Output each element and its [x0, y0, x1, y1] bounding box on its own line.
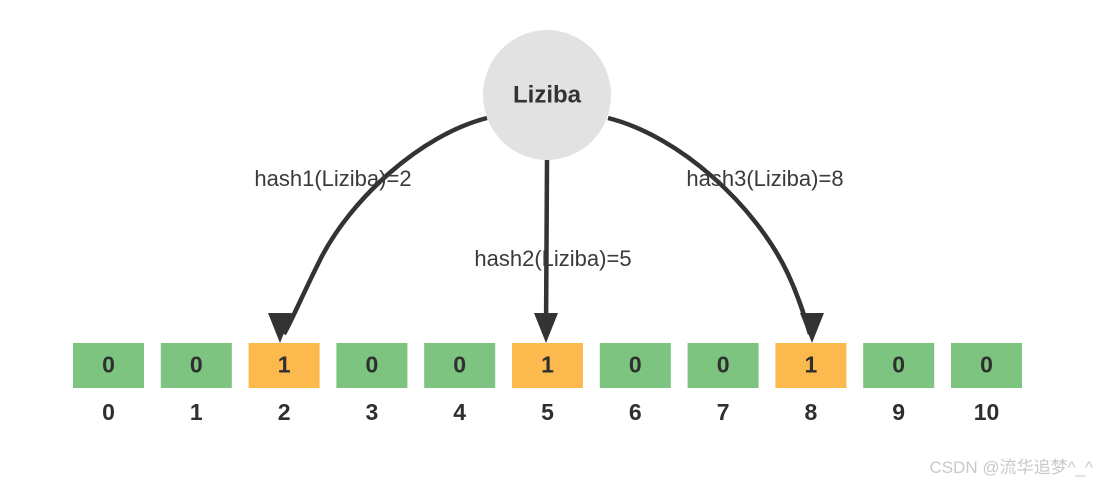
watermark: CSDN @流华追梦^_^	[929, 458, 1093, 477]
bit-cell-value-1: 0	[190, 352, 203, 378]
bit-index-1: 1	[190, 399, 203, 425]
bit-cell-value-9: 0	[892, 352, 905, 378]
bit-index-6: 6	[629, 399, 642, 425]
hash-edge-labels-group: hash1(Liziba)=2 hash2(Liziba)=5 hash3(Lizi…	[254, 166, 843, 271]
edge-label-hash1: hash1(Liziba)=2	[254, 166, 411, 191]
bit-index-7: 7	[717, 399, 730, 425]
node-label: Liziba	[513, 81, 582, 108]
bit-cell-value-8: 1	[805, 352, 818, 378]
bit-cell-0[interactable]	[73, 343, 144, 388]
bit-cell-2[interactable]	[248, 343, 320, 388]
bit-cell-value-0: 0	[102, 352, 115, 378]
bit-cell-4[interactable]	[424, 343, 496, 388]
bit-index-2: 2	[278, 399, 291, 425]
bit-index-10: 10	[974, 399, 1000, 425]
bit-array: 0 0 0 1 1 2 0 3 0 4 1 5 0 6 0 7 1 8 0 9 0 10	[73, 343, 1022, 425]
bit-cell-value-2: 1	[278, 352, 291, 378]
bit-cell-10[interactable]	[951, 343, 1022, 388]
bit-cell-value-5: 1	[541, 352, 554, 378]
edge-hash3	[607, 115, 813, 335]
arrowhead-hash3-icon	[800, 313, 824, 343]
edge-label-hash2: hash2(Liziba)=5	[474, 246, 631, 271]
bit-index-9: 9	[892, 399, 905, 425]
bit-cell-value-3: 0	[366, 352, 379, 378]
bit-index-8: 8	[805, 399, 818, 425]
bit-cell-1[interactable]	[160, 343, 232, 388]
edge-hash2	[543, 159, 550, 335]
bit-index-0: 0	[102, 399, 115, 425]
bit-cell-5[interactable]	[512, 343, 583, 388]
bit-cell-value-7: 0	[717, 352, 730, 378]
bit-cell-7[interactable]	[687, 343, 759, 388]
bit-index-4: 4	[453, 399, 466, 425]
bit-cell-value-4: 0	[453, 352, 466, 378]
bit-index-5: 5	[541, 399, 554, 425]
bit-cell-value-10: 0	[980, 352, 993, 378]
arrowhead-hash2-icon	[534, 313, 558, 343]
bit-cell-3[interactable]	[336, 343, 408, 388]
edge-label-hash3: hash3(Liziba)=8	[686, 166, 843, 191]
bit-cell-value-6: 0	[629, 352, 642, 378]
arrowhead-hash1-icon	[268, 313, 292, 343]
bit-cell-9[interactable]	[863, 343, 935, 388]
hash-edges-group	[268, 115, 824, 343]
bit-cell-8[interactable]	[775, 343, 847, 388]
bit-index-3: 3	[366, 399, 379, 425]
node-circle	[483, 30, 611, 160]
node-liziba[interactable]: Liziba	[483, 30, 611, 160]
edge-hash1	[282, 115, 488, 336]
bit-cell-6[interactable]	[599, 343, 671, 388]
